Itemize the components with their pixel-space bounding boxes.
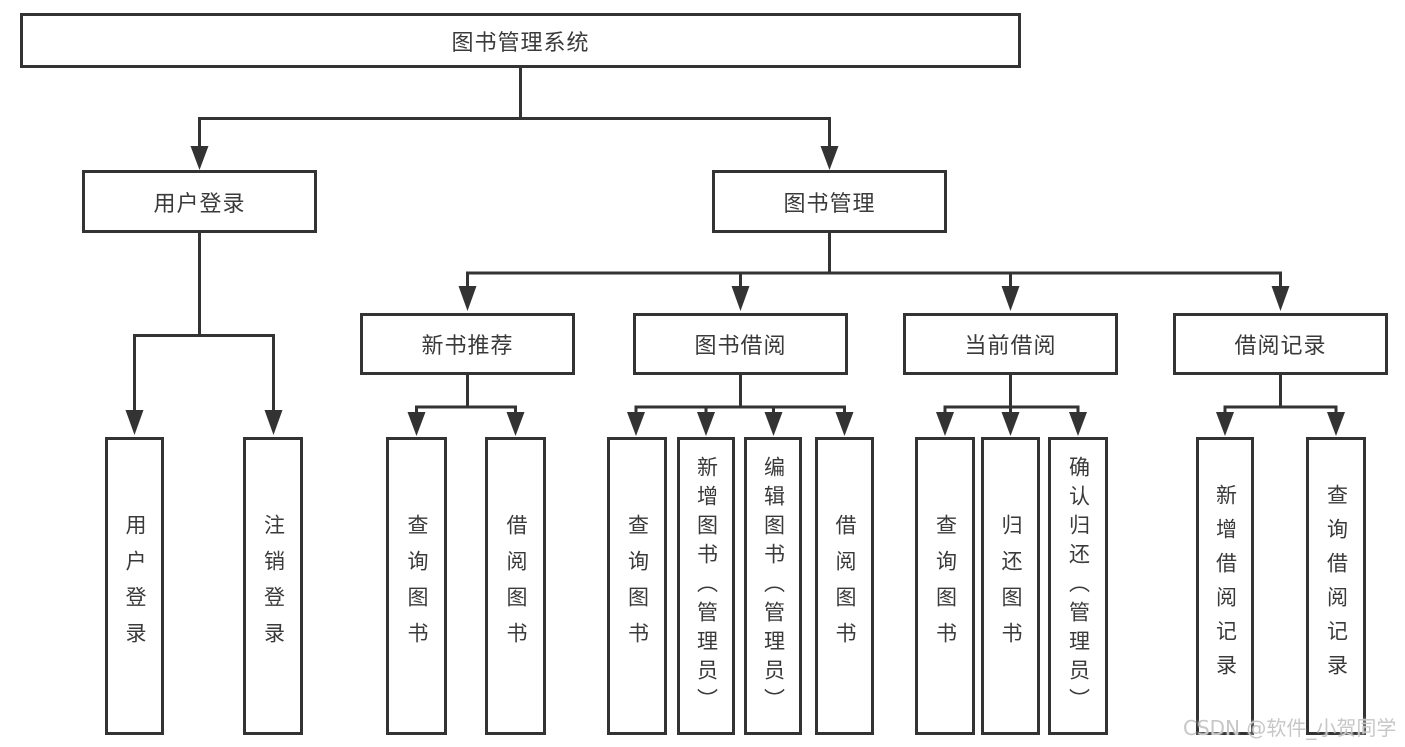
node-book-borrowing: 图书借阅 <box>633 313 848 375</box>
leaf-add-borrow-record: 新增借阅记录 <box>1196 437 1254 735</box>
leaf-borrow-books-borrowing: 借阅图书 <box>815 437 874 735</box>
leaf-logout: 注销登录 <box>243 437 303 735</box>
node-book-borrowing-label: 图书借阅 <box>694 334 787 359</box>
leaf-edit-book-admin-label: 编辑图书（管理员） <box>761 455 786 717</box>
node-user-login: 用户登录 <box>82 170 317 233</box>
leaf-query-borrow-record-label: 查询借阅记录 <box>1324 484 1349 688</box>
leaf-edit-book-admin: 编辑图书（管理员） <box>744 437 802 735</box>
leaf-confirm-return-admin: 确认归还（管理员） <box>1048 437 1108 735</box>
node-root: 图书管理系统 <box>20 13 1021 68</box>
node-new-book-recommendation: 新书推荐 <box>360 313 575 375</box>
leaf-logout-label: 注销登录 <box>261 514 286 658</box>
node-root-label: 图书管理系统 <box>451 30 590 56</box>
leaf-query-books-borrowing-label: 查询图书 <box>625 514 650 658</box>
leaf-borrow-books-recommend-label: 借阅图书 <box>504 514 528 658</box>
leaf-borrow-books-borrowing-label: 借阅图书 <box>833 514 857 658</box>
arrowheads <box>125 146 1345 436</box>
leaf-borrow-books-recommend: 借阅图书 <box>485 437 546 735</box>
node-user-login-label: 用户登录 <box>153 191 246 217</box>
node-new-book-recommendation-label: 新书推荐 <box>421 334 514 359</box>
leaf-user-login: 用户登录 <box>105 437 164 735</box>
node-book-management-label: 图书管理 <box>783 191 876 217</box>
leaf-query-books-recommend-label: 查询图书 <box>405 514 429 658</box>
leaf-query-borrow-record: 查询借阅记录 <box>1306 437 1366 735</box>
leaf-query-books-current-label: 查询图书 <box>933 514 958 658</box>
leaf-add-borrow-record-label: 新增借阅记录 <box>1213 484 1238 688</box>
leaf-return-book: 归还图书 <box>981 437 1040 735</box>
leaf-query-books-borrowing: 查询图书 <box>607 437 667 735</box>
node-borrowing-records-label: 借阅记录 <box>1234 334 1327 359</box>
node-book-management: 图书管理 <box>712 170 947 233</box>
csdn-watermark: CSDN @软件_小贺同学 <box>1183 716 1397 740</box>
leaf-add-book-admin: 新增图书（管理员） <box>677 437 735 735</box>
leaf-user-login-label: 用户登录 <box>123 514 147 658</box>
node-current-borrowing: 当前借阅 <box>903 313 1118 375</box>
node-current-borrowing-label: 当前借阅 <box>964 334 1057 359</box>
leaf-query-books-current: 查询图书 <box>915 437 975 735</box>
leaf-query-books-recommend: 查询图书 <box>386 437 447 735</box>
leaf-confirm-return-admin-label: 确认归还（管理员） <box>1066 455 1091 717</box>
node-borrowing-records: 借阅记录 <box>1173 313 1388 375</box>
leaf-return-book-label: 归还图书 <box>999 514 1023 658</box>
leaf-add-book-admin-label: 新增图书（管理员） <box>694 455 719 717</box>
